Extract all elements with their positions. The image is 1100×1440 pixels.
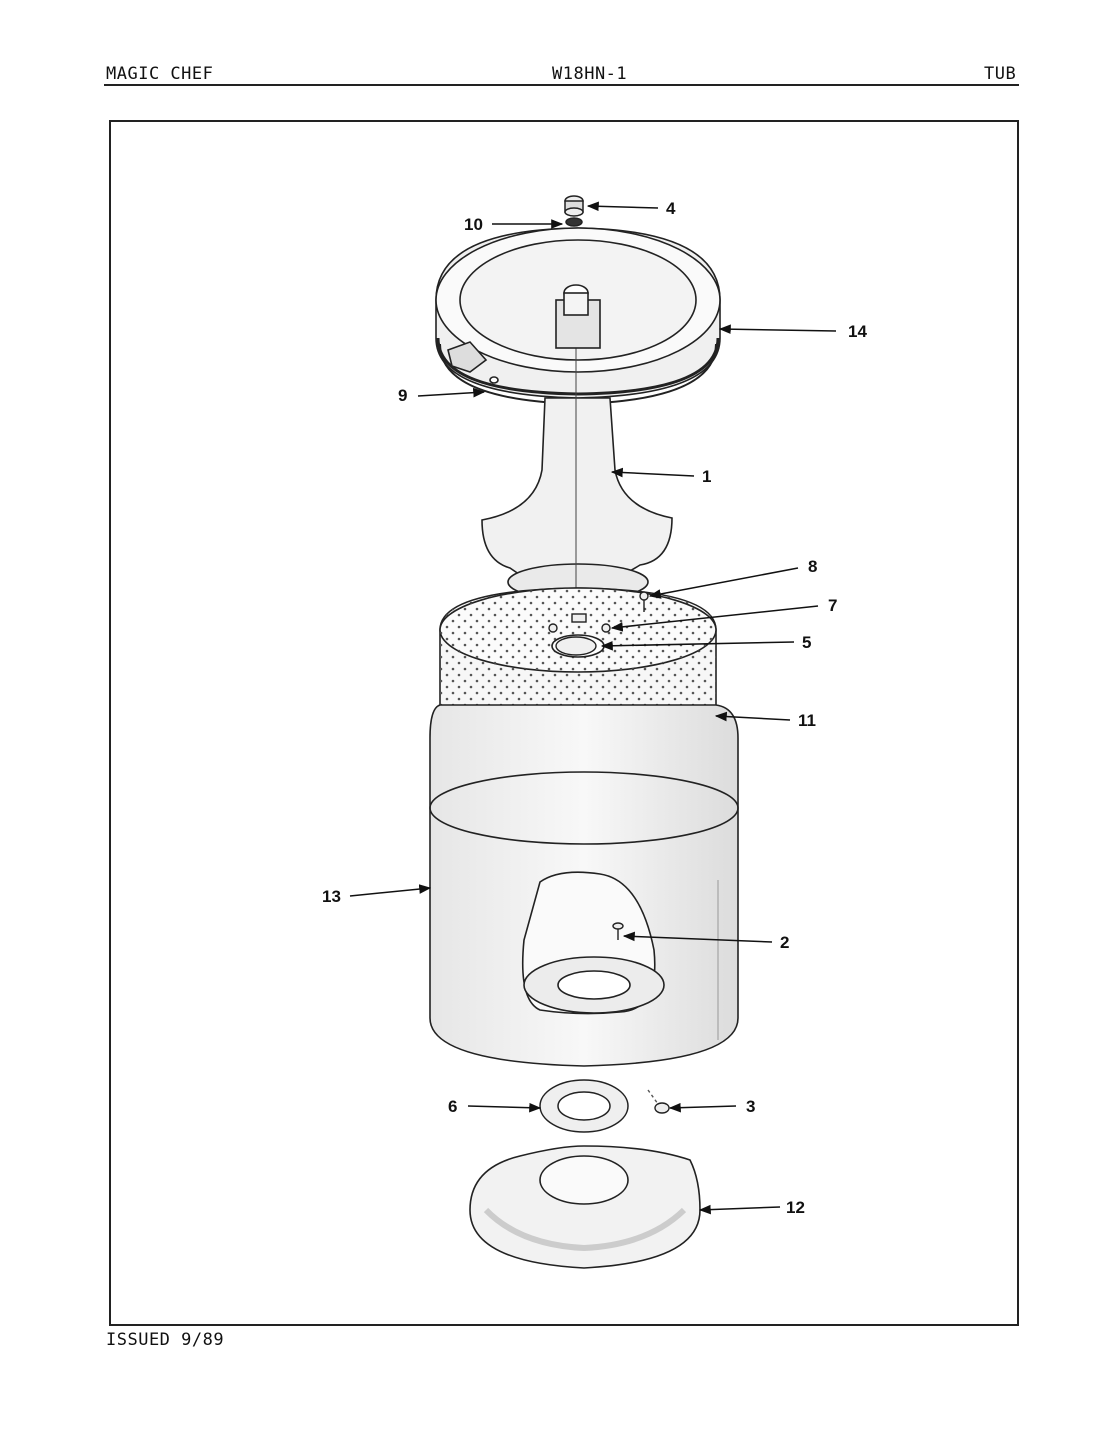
part-3-bolt: [647, 1089, 670, 1114]
part-7-clip: [548, 613, 611, 633]
callout-5: 5: [802, 633, 811, 652]
callout-10: 10: [464, 215, 483, 234]
model-number: W18HN-1: [552, 64, 628, 84]
callout-7: 7: [828, 596, 837, 615]
callout-11: 11: [798, 711, 816, 730]
callout-6: 6: [448, 1097, 457, 1116]
callout-9: 9: [398, 386, 407, 405]
part-2-screw: [612, 922, 624, 940]
leader-lines: [349, 201, 837, 1215]
callout-13: 13: [322, 887, 341, 906]
part-5-hub: [555, 636, 597, 656]
part-6-flange: [539, 1079, 629, 1133]
header-rule: [104, 84, 1019, 86]
diagram-frame: [109, 120, 1019, 1326]
callout-4: 4: [666, 199, 676, 218]
callout-2: 2: [780, 933, 789, 952]
brand-title: MAGIC CHEF: [106, 64, 214, 84]
callout-12: 12: [786, 1198, 805, 1217]
issued-date: ISSUED 9/89: [106, 1330, 225, 1350]
part-4-nut: [564, 195, 584, 217]
part-8-screw: [639, 591, 649, 612]
callout-1: 1: [702, 467, 711, 486]
part-13-outer-tub: [429, 704, 739, 1067]
part-12-base-plate: [469, 1145, 701, 1269]
callout-3: 3: [746, 1097, 755, 1116]
callout-8: 8: [808, 557, 817, 576]
section-title: TUB: [984, 64, 1017, 84]
part-10-washer: [565, 217, 583, 227]
callout-14: 14: [848, 322, 867, 341]
